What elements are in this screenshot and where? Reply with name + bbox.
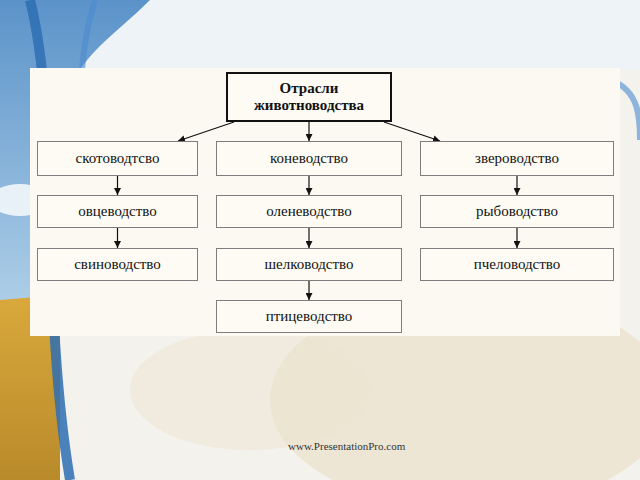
branch-box: овцеводство [37,195,198,228]
connector-arrow [308,228,309,248]
connector-arrow [516,228,517,248]
box-label: Отрасли животноводства [234,80,384,115]
connector-arrow [117,228,118,248]
box-label: коневодство [270,150,348,167]
box-label: свиноводство [74,256,161,273]
box-label: пчеловодство [474,256,561,273]
box-label: птицеводство [266,308,353,325]
connector-arrow [308,176,309,195]
diagram-panel [30,68,620,336]
branch-box: звероводство [420,141,614,176]
connector-arrow [308,122,309,141]
connector-arrow [117,176,118,195]
branch-box: пчеловодство [420,248,614,281]
connector-arrow [516,176,517,195]
branch-box: оленеводство [216,195,402,228]
branch-box: коневодство [216,141,402,176]
box-label: рыбоводство [476,203,558,220]
root-box: Отрасли животноводства [226,72,392,122]
watermark: www.PresentationPro.com [288,440,405,452]
branch-box: шелководство [216,248,402,281]
connector-arrow [308,281,309,300]
box-label: шелководство [264,256,353,273]
connector-arrow [178,122,234,141]
branch-box: свиноводство [37,248,198,281]
box-label: звероводство [475,150,559,167]
connector-arrow [384,122,440,141]
hay-bale [130,330,370,450]
branch-box: рыбоводство [420,195,614,228]
box-label: овцеводство [78,203,157,220]
branch-box: скотоводтсво [37,141,198,176]
box-label: оленеводство [266,203,352,220]
branch-box: птицеводство [216,300,402,333]
box-label: скотоводтсво [76,150,160,167]
